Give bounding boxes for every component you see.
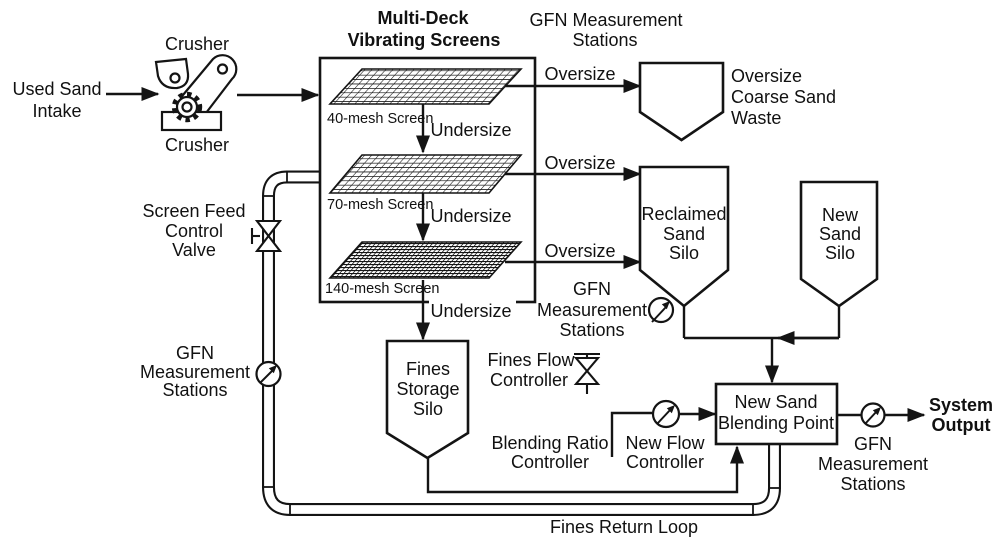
undersize-label-1: Undersize (430, 120, 511, 140)
label-backing (429, 297, 516, 322)
valve-icon-screen-feed (250, 219, 283, 253)
fines-return-pipe (262, 170, 781, 516)
crusher-label-bottom: Crusher (165, 135, 229, 155)
gfn-left-label: Stations (162, 380, 227, 400)
reclaimed-silo-label: Silo (669, 243, 699, 263)
blending-point-label: New Sand (734, 392, 817, 412)
screen-70-label: 70-mesh Screen (327, 197, 433, 213)
gauge-icon-left-pipe (255, 360, 282, 388)
used-sand-intake-label: Used Sand (12, 79, 101, 99)
undersize-label-2: Undersize (430, 206, 511, 226)
oversize-label-3: Oversize (544, 241, 615, 261)
screen-40-mesh (328, 68, 523, 105)
screen-140-mesh (328, 241, 523, 279)
reclaimed-silo-label: Reclaimed (641, 204, 726, 224)
gfn-right-label: Measurement (818, 454, 928, 474)
screen-feed-valve-label: Valve (172, 240, 216, 260)
used-sand-intake-label: Intake (32, 101, 81, 121)
gfn-left-label: GFN (176, 343, 214, 363)
fines-silo-label: Storage (396, 379, 459, 399)
gfn-left-label: Measurement (140, 362, 250, 382)
reclaimed-silo-label: Sand (663, 224, 705, 244)
screen-feed-valve-label: Control (165, 221, 223, 241)
blending-point-label: Blending Point (718, 413, 834, 433)
fines-silo-out-arrow (426, 445, 744, 494)
crusher-label-top: Crusher (165, 34, 229, 54)
undersize-label-3: Undersize (430, 301, 511, 321)
waste-hopper-label: Oversize (731, 66, 802, 86)
gauges (255, 296, 886, 429)
fines-silo-label: Silo (413, 399, 443, 419)
ratio-to-flow-line (610, 411, 652, 457)
gfn-top-label: Stations (572, 30, 637, 50)
blending-ratio-controller-label: Controller (511, 452, 589, 472)
gfn-right-label: Stations (840, 474, 905, 494)
fines-return-loop-label: Fines Return Loop (550, 517, 698, 537)
screen-140-label: 140-mesh Screen (325, 281, 439, 297)
gfn-mid-label: Stations (559, 320, 624, 340)
fines-flow-controller-label: Controller (490, 370, 568, 390)
fines-silo-label: Fines (406, 359, 450, 379)
blending-point-box (714, 382, 839, 446)
gfn-top-label: GFN Measurement (529, 10, 682, 30)
crusher-icon (154, 54, 238, 132)
screen-70-mesh (328, 154, 523, 194)
screen-feed-valve-label: Screen Feed (142, 201, 245, 221)
new-flow-controller-label: New Flow (625, 433, 705, 453)
fines-storage-silo (385, 339, 470, 460)
screens-title: Vibrating Screens (348, 30, 501, 50)
vibrating-screens-box (318, 56, 537, 304)
gfn-mid-label: GFN (573, 279, 611, 299)
valve-icon-fines-flow (573, 352, 601, 394)
gauge-icon-reclaimed-silo (647, 296, 675, 324)
system-output-label: System (929, 395, 993, 415)
new-sand-silo-label: Silo (825, 243, 855, 263)
gfn-mid-label: Measurement (537, 300, 647, 320)
new-sand-silo-shape (799, 180, 879, 308)
gauge-icon-system-output (860, 402, 886, 428)
reclaimed-sand-silo (638, 165, 730, 308)
silos (385, 61, 879, 460)
new-flow-controller-label: Controller (626, 452, 704, 472)
new-sand-silo-label: Sand (819, 224, 861, 244)
oversize-label-1: Oversize (544, 64, 615, 84)
blending-ratio-controller-label: Blending Ratio (491, 433, 608, 453)
system-output-label: Output (932, 415, 991, 435)
gauge-icon-new-flow-controller (651, 399, 681, 429)
flow-lines (106, 79, 926, 494)
waste-hopper-label: Waste (731, 108, 781, 128)
waste-hopper-label: Coarse Sand (731, 87, 836, 107)
waste-hopper (638, 61, 725, 142)
new-sand-silo-label: New (822, 205, 859, 225)
screen-decks (328, 68, 523, 279)
screen-40-label: 40-mesh Screen (327, 111, 433, 127)
screens-title: Multi-Deck (377, 8, 469, 28)
fines-flow-controller-label: Fines Flow (487, 350, 575, 370)
gfn-right-label: GFN (854, 434, 892, 454)
pipe-joint-ticks (262, 170, 781, 516)
diagram-labels: Used Sand Intake Crusher Crusher Multi-D… (12, 8, 993, 537)
oversize-label-2: Oversize (544, 153, 615, 173)
